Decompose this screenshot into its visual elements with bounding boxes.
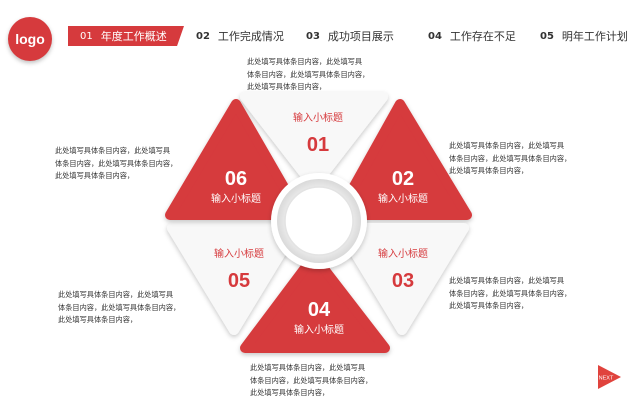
segment-04[interactable]: 04 输入小标题: [240, 251, 390, 353]
segment-title: 输入小标题: [293, 111, 343, 124]
segment-number: 01: [307, 134, 329, 156]
segment-06[interactable]: 06 输入小标题: [165, 99, 305, 220]
segment-title: 输入小标题: [214, 247, 264, 260]
nav-tab-label: 明年工作计划: [561, 30, 628, 43]
nav-tab-02[interactable]: 02 工作完成情况: [196, 26, 284, 46]
nav-tab-number: 05: [540, 30, 554, 42]
paragraph-top: 此处填写具体条目内容，此处填写具 体条目内容，此处填写具体条目内容， 此处填写具…: [247, 57, 370, 91]
segment-number: 06: [225, 168, 247, 190]
nav-tab-label: 年度工作概述: [100, 30, 167, 43]
next-label: NEXT: [599, 376, 614, 382]
segment-01[interactable]: 输入小标题 01: [240, 92, 388, 191]
segment-number: 03: [392, 270, 414, 292]
paragraph-left-upper: 此处填写具体条目内容，此处填写具 体条目内容，此处填写具体条目内容， 此处填写具…: [55, 146, 178, 180]
nav-tab-label: 成功项目展示: [327, 30, 394, 43]
center-ring: [271, 173, 367, 269]
nav-tab-05[interactable]: 05 明年工作计划: [540, 26, 628, 46]
nav-tab-number: 04: [428, 30, 442, 42]
segment-05[interactable]: 输入小标题 05: [167, 223, 301, 335]
nav-tab-03[interactable]: 03 成功项目展示: [306, 26, 394, 46]
segment-title: 输入小标题: [378, 192, 428, 205]
nav-tab-number: 01: [80, 30, 93, 42]
segment-number: 05: [228, 270, 250, 292]
nav-tab-number: 02: [196, 30, 210, 42]
segment-title: 输入小标题: [294, 323, 344, 336]
segment-title: 输入小标题: [211, 192, 261, 205]
nav-tab-label: 工作存在不足: [449, 30, 516, 43]
nav-tab-number: 03: [306, 30, 320, 42]
segment-02[interactable]: 02 输入小标题: [333, 99, 472, 220]
segment-number: 02: [392, 168, 414, 190]
next-button[interactable]: NEXT: [596, 364, 622, 390]
nav-tab-label: 工作完成情况: [217, 30, 284, 43]
paragraph-bottom: 此处填写具体条目内容，此处填写具 体条目内容，此处填写具体条目内容， 此处填写具…: [250, 363, 373, 397]
segment-title: 输入小标题: [378, 247, 428, 260]
nav-tab-04[interactable]: 04 工作存在不足: [428, 26, 516, 46]
segment-03[interactable]: 输入小标题 03: [335, 223, 469, 335]
logo: logo: [8, 17, 52, 61]
segment-number: 04: [308, 299, 331, 321]
paragraph-right-upper: 此处填写具体条目内容，此处填写具 体条目内容，此处填写具体条目内容， 此处填写具…: [449, 141, 572, 175]
nav-tab-01[interactable]: 01 年度工作概述: [68, 26, 184, 46]
paragraph-left-lower: 此处填写具体条目内容，此处填写具 体条目内容，此处填写具体条目内容， 此处填写具…: [58, 290, 181, 324]
paragraph-right-lower: 此处填写具体条目内容，此处填写具 体条目内容，此处填写具体条目内容， 此处填写具…: [449, 276, 572, 310]
